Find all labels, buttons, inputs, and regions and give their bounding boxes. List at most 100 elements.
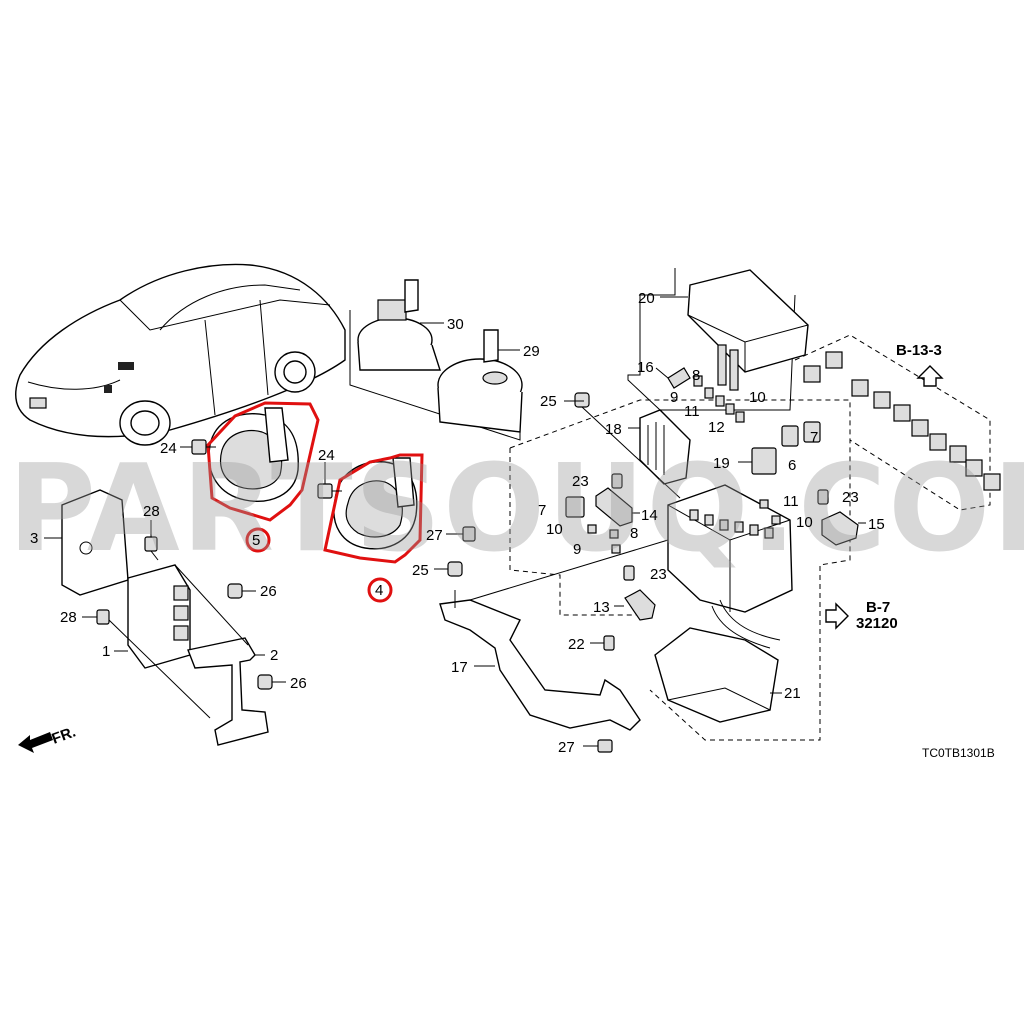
callout-27-lower: 27 [558, 739, 575, 756]
fuse-box-dashed-frame [509, 399, 851, 741]
callout-12: 12 [708, 419, 725, 436]
callout-13: 13 [593, 599, 610, 616]
callout-18: 18 [605, 421, 622, 438]
relay-dashed-frame [794, 334, 991, 511]
fuse-cluster [693, 375, 745, 423]
callout-1: 1 [102, 643, 110, 660]
arrow-up-icon [916, 365, 944, 387]
callout-28-upper: 28 [143, 503, 160, 520]
relay-box-cover-20 [687, 269, 809, 391]
fuse-block-15 [821, 511, 859, 546]
bolt-27-b [597, 739, 613, 753]
watermark: PARTSOUQ.COM [8, 440, 1024, 579]
bolt-22 [603, 635, 615, 651]
callout-29: 29 [523, 343, 540, 360]
callout-26-upper: 26 [260, 583, 277, 600]
callout-9-low: 9 [573, 541, 581, 558]
callout-8-top: 8 [692, 367, 700, 384]
callout-10-right: 10 [796, 514, 813, 531]
callout-11-right: 11 [783, 493, 799, 510]
fuse-box-main [667, 484, 793, 649]
module-18 [628, 409, 691, 485]
callout-16: 16 [637, 359, 654, 376]
callout-3: 3 [30, 530, 38, 547]
front-direction-arrow [18, 732, 53, 753]
callout-9-top: 9 [670, 389, 678, 406]
relay-6 [781, 425, 799, 447]
leader-bracket-2 [174, 564, 249, 646]
reference-b13: B-13-3 [896, 342, 942, 359]
bolt-28-lower [82, 609, 211, 719]
fuse-block-14 [595, 487, 633, 527]
callout-7-left: 7 [538, 502, 546, 519]
horn-4 [333, 457, 418, 550]
highlight-callout-4 [367, 577, 393, 603]
callout-25-lower: 25 [412, 562, 429, 579]
reference-b7-code: 32120 [856, 615, 898, 632]
front-label: FR. [50, 724, 79, 748]
ecu-1 [114, 564, 191, 669]
callout-15: 15 [868, 516, 885, 533]
callout-8-low: 8 [630, 525, 638, 542]
callout-23-a: 23 [572, 473, 589, 490]
callout-2: 2 [270, 647, 278, 664]
bolt-23-c [623, 565, 635, 581]
leader-25-a [581, 406, 681, 499]
relay-strip [803, 351, 1001, 491]
callout-21: 21 [784, 685, 801, 702]
callout-23-c: 23 [650, 566, 667, 583]
callout-19: 19 [713, 455, 730, 472]
relay-box-frame [627, 268, 796, 411]
diagram-code: TC0TB1301B [922, 746, 995, 760]
horn-30 [357, 279, 441, 371]
relay-19 [738, 447, 777, 475]
callout-4: 4 [375, 582, 383, 599]
callout-17: 17 [451, 659, 468, 676]
relay-7-left [565, 496, 585, 518]
fuse-box-cover-21 [654, 627, 782, 723]
horn-29 [437, 329, 523, 433]
callout-26-lower: 26 [290, 675, 307, 692]
callout-6: 6 [788, 457, 796, 474]
fuse-16 [655, 367, 691, 389]
callout-14: 14 [641, 507, 658, 524]
callout-7-top: 7 [810, 429, 818, 446]
bolt-23-a [611, 473, 623, 489]
callout-23-b: 23 [842, 489, 859, 506]
callout-11-top: 11 [684, 403, 700, 420]
fuse-box-dashed-frame-left [509, 448, 640, 616]
bolt-26-lower [257, 674, 286, 690]
callout-22: 22 [568, 636, 585, 653]
leader-bracket-17 [469, 539, 669, 601]
callout-10-top: 10 [749, 389, 766, 406]
relay-7-top [803, 421, 821, 443]
callout-5: 5 [252, 532, 260, 549]
callout-28-lower: 28 [60, 609, 77, 626]
callout-24-right: 24 [318, 447, 335, 464]
highlight-horn-4 [323, 453, 424, 564]
reference-b7: B-7 [866, 599, 890, 616]
arrow-right-icon [825, 602, 849, 630]
bolt-24-left [180, 439, 216, 455]
callout-24-left: 24 [160, 440, 177, 457]
callout-25-upper: 25 [540, 393, 557, 410]
bolt-28-upper [144, 520, 159, 561]
callout-30: 30 [447, 316, 464, 333]
bolt-23-b [817, 489, 829, 505]
callout-27-upper: 27 [426, 527, 443, 544]
bracket-17 [439, 590, 641, 731]
callout-10-left: 10 [546, 521, 563, 538]
clips-8-9-10 [587, 499, 781, 554]
nut-25-a [574, 392, 590, 408]
bracket-13 [624, 589, 656, 621]
bracket-2 [187, 637, 269, 746]
vehicle-illustration [14, 263, 346, 446]
highlight-horn-5 [206, 401, 320, 522]
highlight-callout-5 [245, 527, 271, 553]
bolt-24-right [317, 462, 342, 499]
bolt-26-upper [227, 583, 256, 599]
callout-20: 20 [638, 290, 655, 307]
horn-5 [208, 407, 299, 502]
